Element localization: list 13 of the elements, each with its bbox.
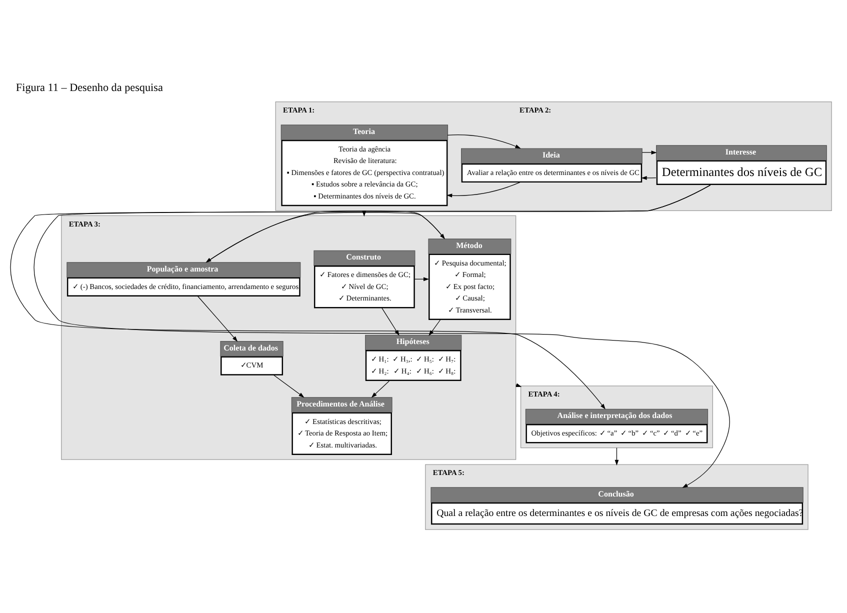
arrow (371, 380, 390, 398)
arrow (428, 318, 441, 336)
arrow (414, 276, 430, 281)
arrow (446, 182, 520, 197)
arrow (614, 447, 619, 465)
diagram-title: Figura 11 – Desenho da pesquisa (16, 81, 163, 94)
arrow (274, 374, 304, 398)
arrow (642, 150, 657, 154)
arrow (641, 176, 656, 180)
arrow (34, 184, 730, 488)
arrow (197, 295, 238, 342)
arrow (516, 382, 522, 386)
arrow (382, 307, 400, 336)
